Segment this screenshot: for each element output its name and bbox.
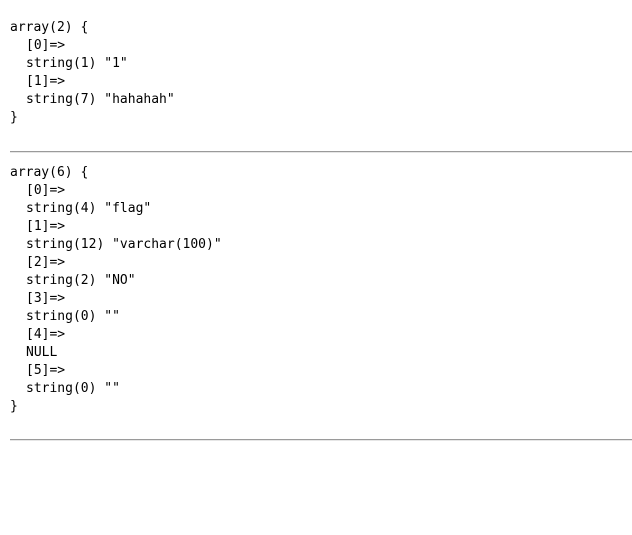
array-key: [1]=> (26, 219, 66, 234)
horizontal-rule (10, 151, 632, 153)
array-value: NULL (26, 345, 58, 360)
array-dump-2: array(6) { [0]=> string(4) "flag" [1]=> stri… (10, 164, 222, 416)
horizontal-rule (10, 439, 632, 441)
array-header: array(2) { (10, 20, 89, 35)
array-header: array(6) { (10, 165, 89, 180)
array-key: [5]=> (26, 363, 66, 378)
array-key: [1]=> (26, 74, 66, 89)
array-value: string(4) "flag" (26, 201, 152, 216)
array-value: string(0) "" (26, 381, 120, 396)
array-key: [0]=> (26, 38, 66, 53)
array-key: [3]=> (26, 291, 66, 306)
array-value: string(7) "hahahah" (26, 92, 175, 107)
array-footer: } (10, 110, 18, 125)
array-footer: } (10, 399, 18, 414)
array-key: [2]=> (26, 255, 66, 270)
array-value: string(2) "NO" (26, 273, 136, 288)
array-key: [4]=> (26, 327, 66, 342)
array-key: [0]=> (26, 183, 66, 198)
array-value: string(12) "varchar(100)" (26, 237, 222, 252)
array-dump-1: array(2) { [0]=> string(1) "1" [1]=> string(… (10, 19, 175, 127)
array-value: string(0) "" (26, 309, 120, 324)
array-value: string(1) "1" (26, 56, 128, 71)
